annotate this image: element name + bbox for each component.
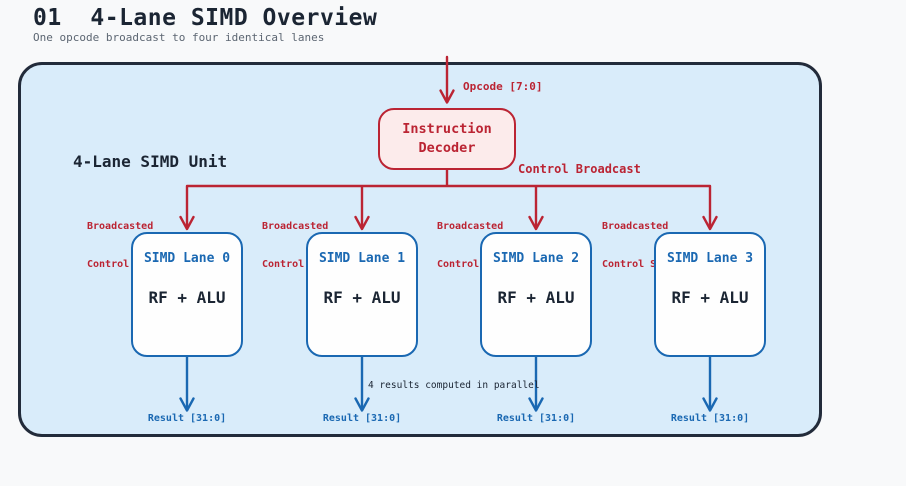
instruction-decoder-box: Instruction Decoder: [378, 108, 516, 170]
lane-body: RF + ALU: [671, 288, 749, 307]
result-label-0: Result [31:0]: [147, 413, 227, 424]
result-label-3: Result [31:0]: [670, 413, 750, 424]
lane-box-3: SIMD Lane 3 RF + ALU: [654, 232, 766, 357]
decoder-label-line1: Instruction: [402, 121, 492, 137]
page-title: 01 4-Lane SIMD Overview: [33, 5, 378, 31]
lane-title: SIMD Lane 3: [666, 251, 754, 266]
lane-body: RF + ALU: [323, 288, 401, 307]
result-label-1: Result [31:0]: [322, 413, 402, 424]
lane-title: SIMD Lane 2: [492, 251, 580, 266]
lane-body: RF + ALU: [497, 288, 575, 307]
unit-label: 4-Lane SIMD Unit: [73, 152, 228, 171]
page-subtitle: One opcode broadcast to four identical l…: [33, 31, 325, 44]
lane-box-0: SIMD Lane 0 RF + ALU: [131, 232, 243, 357]
decoder-label-line2: Decoder: [418, 140, 476, 156]
control-broadcast-label: Control Broadcast: [518, 162, 641, 176]
lane-title: SIMD Lane 1: [318, 251, 406, 266]
lane-body: RF + ALU: [148, 288, 226, 307]
lane-box-2: SIMD Lane 2 RF + ALU: [480, 232, 592, 357]
opcode-label: Opcode [7:0]: [463, 80, 543, 93]
result-label-2: Result [31:0]: [496, 413, 576, 424]
parallel-note: 4 results computed in parallel: [368, 380, 540, 391]
lane-box-1: SIMD Lane 1 RF + ALU: [306, 232, 418, 357]
lane-title: SIMD Lane 0: [143, 251, 231, 266]
